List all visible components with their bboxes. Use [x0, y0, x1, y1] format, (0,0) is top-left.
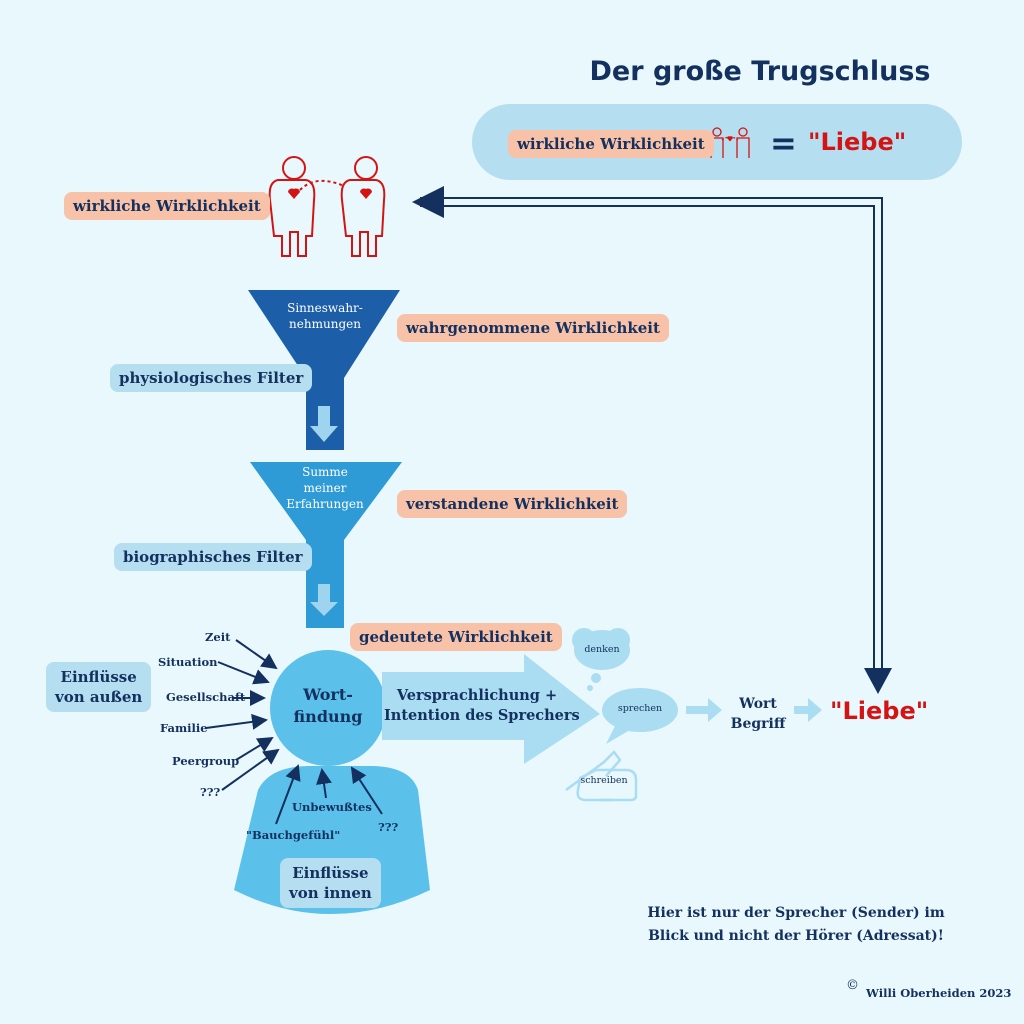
funnel-top — [248, 290, 400, 450]
label-interpreted-reality: gedeutete Wirklichkeit — [350, 623, 562, 651]
label-perceived-reality: wahrgenommene Wirklichkeit — [397, 314, 669, 342]
people-heart-icon — [268, 156, 386, 257]
word-finding-text: Wort- findung — [293, 685, 363, 726]
copyright-icon: © — [846, 978, 859, 993]
verbalization-text: Versprachlichung + Intention des Spreche… — [384, 687, 580, 724]
heart-icon-left — [288, 188, 300, 199]
copyright-text: Willi Oberheiden 2023 — [866, 986, 1012, 1000]
funnel-bottom — [250, 462, 402, 628]
inner-influences-box: Einflüsse von innen — [280, 858, 381, 908]
header-word: "Liebe" — [808, 128, 907, 156]
arrow-to-term — [686, 698, 722, 722]
heart-icon-right — [360, 188, 372, 199]
think-label: denken — [584, 644, 620, 655]
equals-sign: = — [770, 124, 797, 162]
note-text: Hier ist nur der Sprecher (Sender) im Bl… — [647, 905, 945, 944]
outer-influences-box: Einflüsse von außen — [46, 662, 152, 712]
outer-item: Situation — [158, 655, 218, 669]
inner-item: "Bauchgefühl" — [246, 828, 341, 842]
write-label: schreiben — [580, 775, 628, 786]
outer-item: Gesellschaft — [166, 690, 246, 704]
verbalization-arrow — [382, 654, 600, 764]
header-oval — [472, 104, 962, 180]
speak-label: sprechen — [617, 703, 663, 714]
label-real-reality: wirkliche Wirklichkeit — [64, 192, 270, 220]
header-label: wirkliche Wirklichkeit — [508, 130, 714, 158]
inner-arrows — [275, 764, 383, 825]
label-understood-reality: verstandene Wirklichkeit — [397, 490, 628, 518]
result-word: "Liebe" — [830, 697, 929, 725]
word-finding-circle — [270, 650, 386, 766]
inner-item: Unbewußtes — [292, 800, 372, 814]
label-biographical-filter: biographisches Filter — [114, 543, 312, 571]
page-title: Der große Trugschluss — [589, 56, 931, 87]
writing-hand-icon — [565, 750, 638, 802]
thought-cloud-icon — [572, 628, 630, 691]
outer-item: Familie — [160, 721, 208, 735]
outer-item: Zeit — [205, 630, 231, 644]
outer-item: ??? — [200, 785, 221, 799]
outer-arrows — [205, 639, 280, 791]
funnel-bottom-text: Summe meiner Erfahrungen — [286, 465, 364, 511]
feedback-arrow — [412, 186, 892, 694]
arrow-to-word — [794, 698, 822, 722]
outer-item: Peergroup — [172, 754, 240, 768]
label-physiological-filter: physiologisches Filter — [110, 364, 313, 392]
speech-bubble-icon — [602, 688, 678, 744]
inner-item: ??? — [378, 820, 399, 834]
funnel-top-text: Sinneswahr- nehmungen — [287, 301, 363, 331]
term-label: Wort Begriff — [730, 696, 786, 732]
